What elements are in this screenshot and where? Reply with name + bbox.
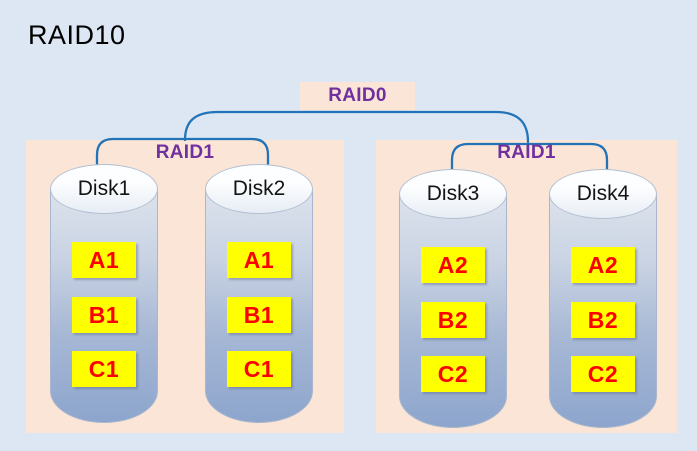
disk2-block-c: C1	[227, 351, 291, 387]
disk2-block-b: B1	[227, 297, 291, 333]
disk3-cylinder-top: Disk3	[399, 169, 507, 219]
disk-cylinder-disk3: Disk3 A2 B2 C2	[399, 169, 507, 429]
disk4-name: Disk4	[576, 182, 630, 205]
disk4-cylinder-top: Disk4	[549, 169, 657, 219]
raid0-label: RAID0	[328, 85, 387, 106]
disk3-block-c: C2	[421, 356, 485, 392]
disk-cylinder-disk2: Disk2 A1 B1 C1	[205, 164, 313, 424]
disk1-block-c: C1	[72, 351, 136, 387]
raid1-right-bracket-line	[450, 142, 609, 173]
raid1-right-label: RAID1	[497, 142, 556, 163]
disk4-block-a: A2	[571, 247, 635, 283]
disk2-block-a: A1	[227, 242, 291, 278]
disk-cylinder-disk1: Disk1 A1 B1 C1	[50, 164, 158, 424]
disk1-name: Disk1	[77, 177, 131, 200]
disk1-block-b: B1	[72, 297, 136, 333]
raid1-left-label: RAID1	[155, 142, 215, 163]
raid0-connector-line	[183, 110, 530, 144]
disk1-block-a: A1	[72, 242, 136, 278]
disk4-block-b: B2	[571, 302, 635, 338]
disk1-cylinder-top: Disk1	[50, 164, 158, 214]
raid0-label-box: RAID0	[300, 82, 415, 110]
disk-cylinder-disk4: Disk4 A2 B2 C2	[549, 169, 657, 429]
disk3-block-a: A2	[421, 247, 485, 283]
disk2-cylinder-top: Disk2	[205, 164, 313, 214]
disk2-name: Disk2	[232, 177, 286, 200]
diagram-title: RAID10	[28, 20, 126, 50]
disk3-name: Disk3	[426, 182, 480, 205]
raid1-left-bracket-line	[95, 137, 270, 168]
disk4-block-c: C2	[571, 356, 635, 392]
disk3-block-b: B2	[421, 302, 485, 338]
